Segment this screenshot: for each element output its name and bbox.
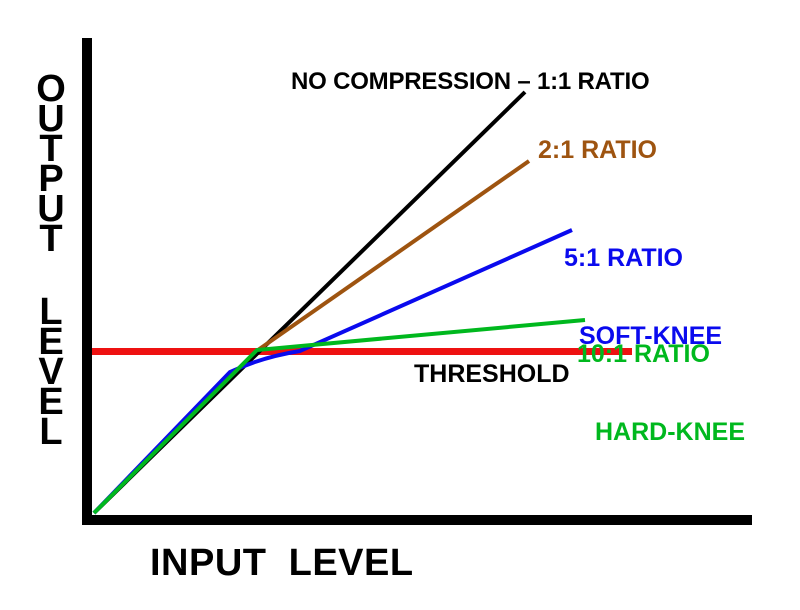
line-2-1-ratio xyxy=(256,159,531,352)
x-axis-label: INPUT LEVEL xyxy=(150,542,414,584)
line-label-2-1-ratio: 2:1 RATIO xyxy=(538,136,657,164)
ratio-5-1-text: 5:1 RATIO xyxy=(564,243,683,272)
line-label-5-1-ratio-soft-knee: 5:1 RATIO SOFT-KNEE xyxy=(564,192,722,402)
soft-knee-text: SOFT-KNEE xyxy=(579,322,723,351)
line-10-1-hard-knee xyxy=(92,318,586,515)
hard-knee-text: HARD-KNEE xyxy=(595,418,745,447)
x-axis-line xyxy=(82,515,752,525)
y-axis-line xyxy=(82,38,92,525)
threshold-label: THRESHOLD xyxy=(414,360,570,388)
line-5-1-soft-knee xyxy=(92,228,573,515)
ratio-10-1-text: 10:1 RATIO xyxy=(577,339,710,368)
y-axis-label-level: LEVEL xyxy=(38,291,64,454)
line-label-no-compression-1-1-ratio: NO COMPRESSION – 1:1 RATIO xyxy=(291,68,650,95)
line-label-10-1-ratio-hard-knee: 10:1 RATIO HARD-KNEE xyxy=(577,288,745,498)
y-axis-label-output: OUTPUT xyxy=(36,68,66,261)
